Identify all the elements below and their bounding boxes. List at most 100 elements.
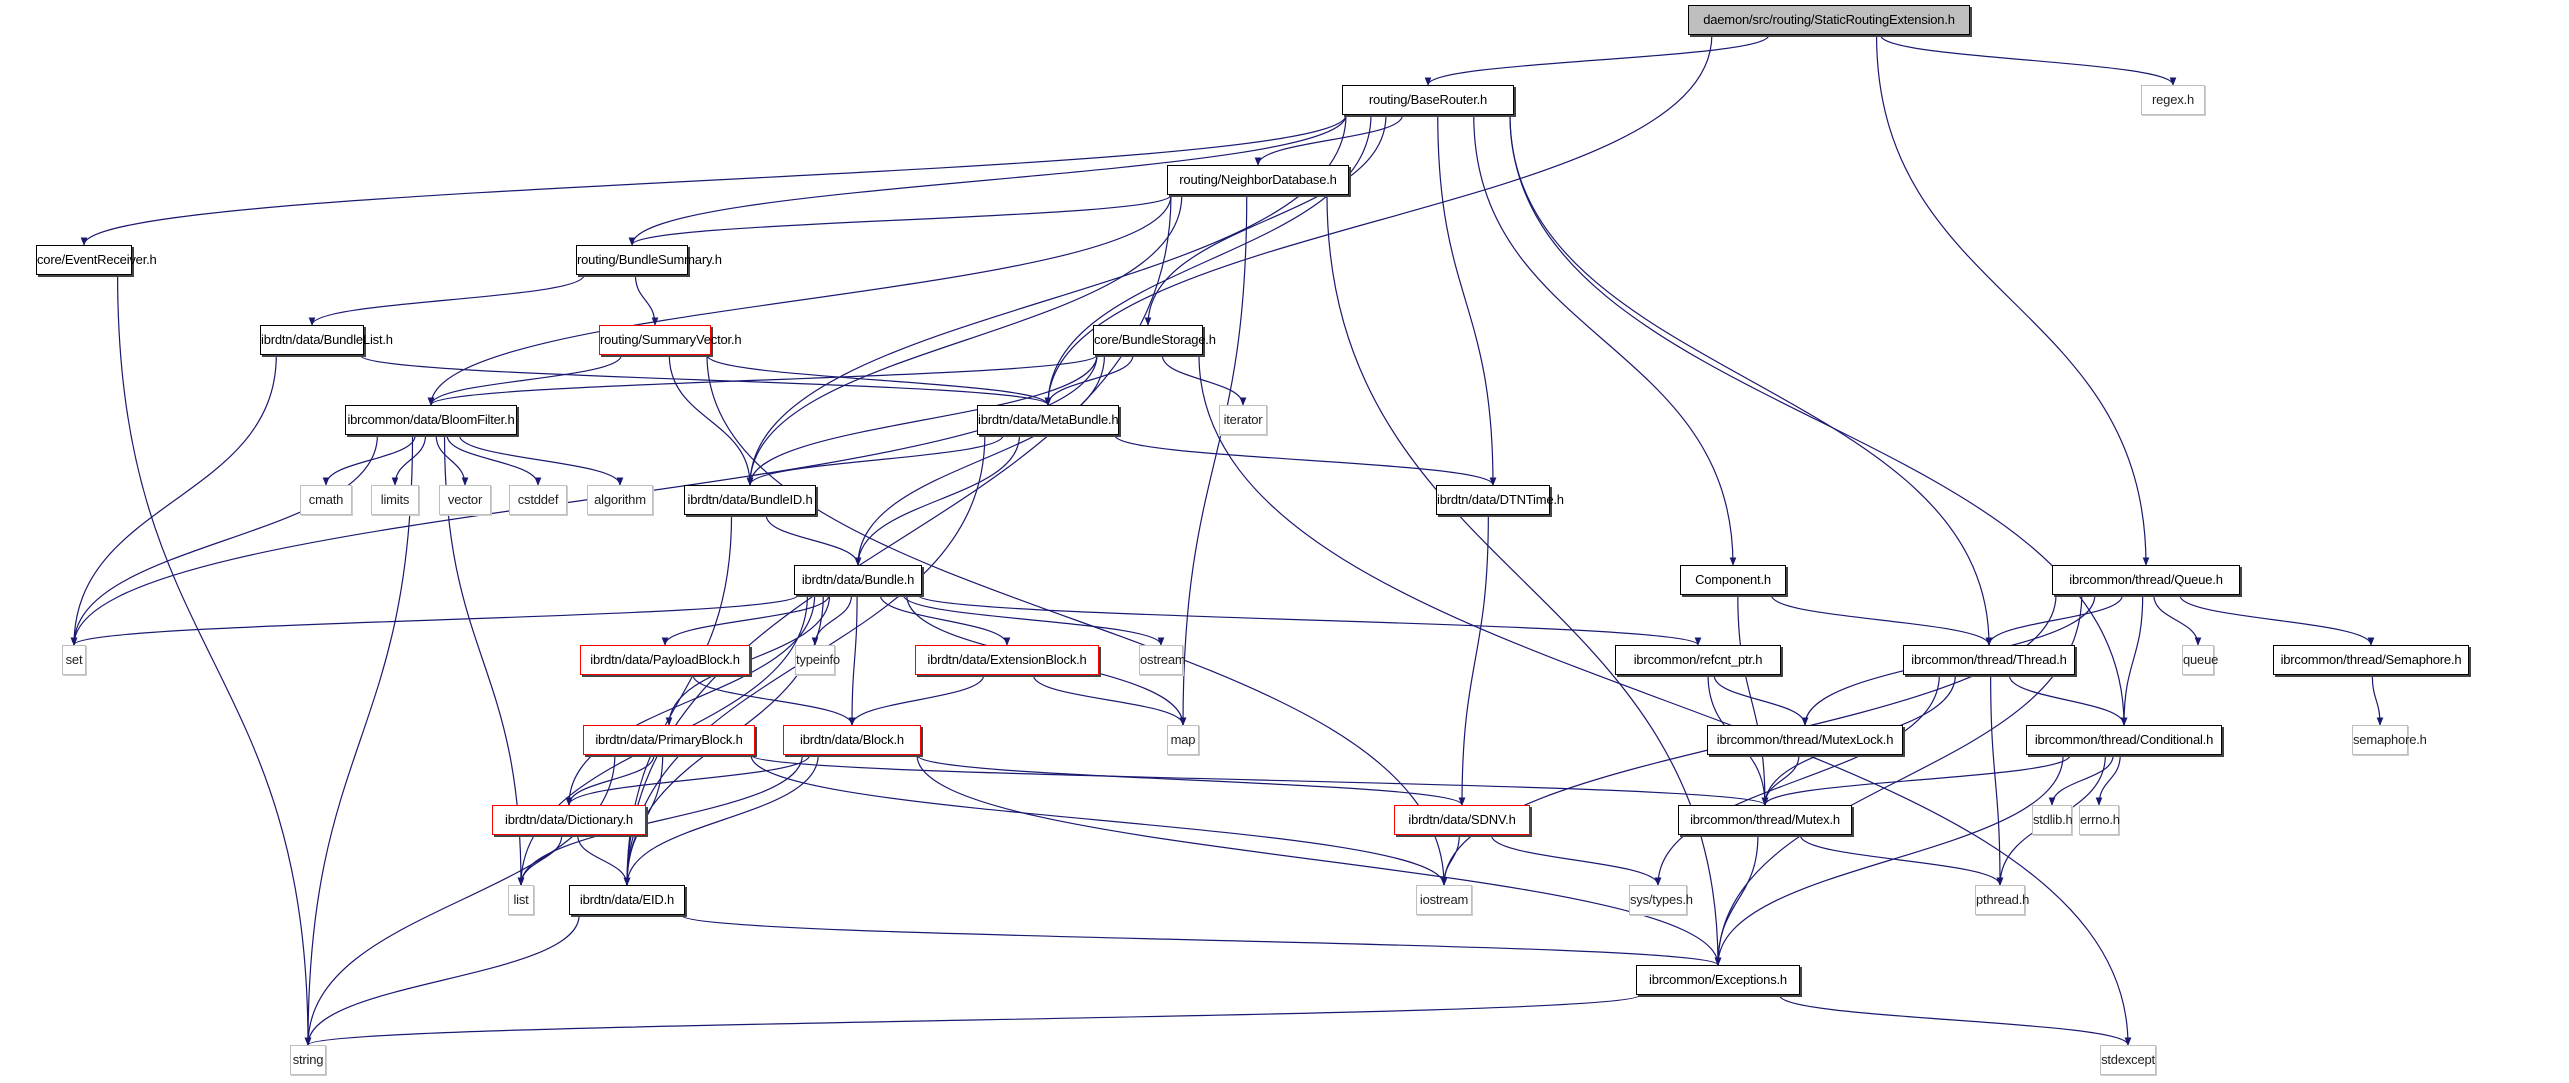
node-iterator: iterator <box>1219 405 1267 435</box>
edge-bundlesummary-to-bundlelist <box>308 274 585 326</box>
node-bundlestorage[interactable]: core/BundleStorage.h <box>1093 325 1216 355</box>
edge-bundlestorage-to-bloomfilter <box>427 354 1098 406</box>
edge-block-to-exceptions <box>916 754 1722 966</box>
node-bloomfilter[interactable]: ibrcommon/data/BloomFilter.h <box>345 405 517 435</box>
edge-thread-to-pthread <box>1990 674 2004 886</box>
node-mutexlock[interactable]: ibrcommon/thread/MutexLock.h <box>1707 725 1903 755</box>
edge-bundlestorage-to-iterator <box>1161 354 1247 406</box>
edge-baserouter-to-bundlesummary <box>628 114 1347 246</box>
node-component[interactable]: Component.h <box>1680 565 1786 595</box>
edge-neighbordb-to-eid <box>623 194 1172 886</box>
node-semaphore_h[interactable]: ibrcommon/thread/Semaphore.h <box>2273 645 2469 675</box>
edge-metabundle-to-bundle <box>854 434 1021 566</box>
node-stdlib: stdlib.h <box>2032 805 2073 835</box>
edge-summaryvector-to-metabundle <box>706 354 1052 406</box>
edge-refcnt-to-mutexlock <box>1713 674 1809 726</box>
edge-bundlestorage-to-bundle <box>854 354 1106 566</box>
edge-summaryvector-to-bloomfilter <box>427 354 622 406</box>
node-neighbordb[interactable]: routing/NeighborDatabase.h <box>1167 165 1349 195</box>
edge-extensionblock-to-block <box>848 674 985 726</box>
edge-bundle-to-extensionblock <box>879 594 1011 646</box>
edge-metabundle-to-bundleid <box>746 434 1004 486</box>
node-cstddef: cstddef <box>509 485 567 515</box>
node-extensionblock[interactable]: ibrdtn/data/ExtensionBlock.h <box>915 645 1099 675</box>
node-bundlelist[interactable]: ibrdtn/data/BundleList.h <box>260 325 393 355</box>
edge-bundle-to-set <box>70 594 799 646</box>
edge-thread-to-systypes <box>1654 674 1940 886</box>
edge-bundle-to-refcnt <box>917 594 1702 646</box>
node-sdnv[interactable]: ibrdtn/data/SDNV.h <box>1394 805 1530 835</box>
edge-primaryblock-to-mutex <box>750 754 1769 806</box>
edge-baserouter-to-neighbordb <box>1254 114 1404 166</box>
edge-neighbordb-to-exceptions <box>1326 194 1722 966</box>
edge-baserouter-to-component <box>1473 114 1737 566</box>
node-errno: errno.h <box>2079 805 2120 835</box>
edge-neighbordb-to-bundleid <box>746 194 1183 486</box>
edge-component-to-mutex <box>1737 594 1769 806</box>
edge-neighbordb-to-bloomfilter <box>427 194 1172 406</box>
edge-root-to-baserouter <box>1424 34 1770 86</box>
node-stdexcept: stdexcept <box>2100 1045 2156 1075</box>
edge-conditional-to-mutex <box>1761 754 2071 806</box>
edge-bundlestorage-to-bundleid <box>746 354 1098 486</box>
node-eid[interactable]: ibrdtn/data/EID.h <box>569 885 685 915</box>
node-conditional[interactable]: ibrcommon/thread/Conditional.h <box>2026 725 2222 755</box>
node-primaryblock[interactable]: ibrdtn/data/PrimaryBlock.h <box>583 725 755 755</box>
node-metabundle[interactable]: ibrdtn/data/MetaBundle.h <box>977 405 1119 435</box>
node-payloadblock[interactable]: ibrdtn/data/PayloadBlock.h <box>580 645 750 675</box>
node-systypes: sys/types.h <box>1629 885 1693 915</box>
node-string: string <box>290 1045 326 1075</box>
edge-bloomfilter-to-string <box>304 434 414 1046</box>
edge-mutex-to-pthread <box>1799 834 2004 886</box>
node-algorithm: algorithm <box>587 485 653 515</box>
edge-root-to-metabundle <box>1044 34 1713 406</box>
edge-bloomfilter-to-limits <box>391 434 427 486</box>
edge-bundleid-to-bundle <box>765 514 862 566</box>
node-exceptions[interactable]: ibrcommon/Exceptions.h <box>1636 965 1800 995</box>
edge-bundle-to-payloadblock <box>661 594 830 646</box>
node-bundle[interactable]: ibrdtn/data/Bundle.h <box>794 565 922 595</box>
edge-baserouter-to-conditional <box>1509 114 2128 726</box>
edge-bundlesummary-to-summaryvector <box>634 274 659 326</box>
edge-block-to-sdnv <box>916 754 1466 806</box>
edge-bundle-to-ostream <box>902 594 1165 646</box>
edge-bundlelist-to-metabundle <box>359 354 1052 406</box>
node-refcnt[interactable]: ibrcommon/refcnt_ptr.h <box>1615 645 1781 675</box>
node-dictionary[interactable]: ibrdtn/data/Dictionary.h <box>492 805 646 835</box>
node-dtntime[interactable]: ibrdtn/data/DTNTime.h <box>1436 485 1564 515</box>
edge-bundlestorage-to-stdexcept <box>1198 354 2132 1046</box>
node-baserouter[interactable]: routing/BaseRouter.h <box>1342 85 1514 115</box>
node-set: set <box>62 645 86 675</box>
edge-sdnv-to-iostream <box>1440 834 1460 886</box>
node-pthread: pthread.h <box>1975 885 2029 915</box>
edge-dtntime-to-sdnv <box>1458 514 1489 806</box>
edge-baserouter-to-eventreceiver <box>80 114 1347 246</box>
node-bundleid[interactable]: ibrdtn/data/BundleID.h <box>684 485 816 515</box>
edge-eid-to-string <box>304 914 580 1046</box>
edge-baserouter-to-bundlestorage <box>1144 114 1387 326</box>
node-mutex[interactable]: ibrcommon/thread/Mutex.h <box>1678 805 1852 835</box>
node-queue_h[interactable]: ibrcommon/thread/Queue.h <box>2052 565 2240 595</box>
node-root[interactable]: daemon/src/routing/StaticRoutingExtensio… <box>1688 5 1970 35</box>
edge-queue_h-to-thread <box>1985 594 2124 646</box>
node-list: list <box>508 885 534 915</box>
node-eventreceiver[interactable]: core/EventReceiver.h <box>36 245 157 275</box>
node-bundlesummary[interactable]: routing/BundleSummary.h <box>576 245 722 275</box>
node-limits: limits <box>371 485 419 515</box>
edge-metabundle-to-dtntime <box>1114 434 1497 486</box>
node-summaryvector[interactable]: routing/SummaryVector.h <box>599 325 742 355</box>
edge-mutexlock-to-mutex <box>1761 754 1800 806</box>
edge-queue_h-to-conditional <box>2120 594 2144 726</box>
node-thread[interactable]: ibrcommon/thread/Thread.h <box>1903 645 2075 675</box>
edge-exceptions-to-string <box>305 994 1641 1046</box>
edge-block-to-eid <box>623 754 819 886</box>
node-typeinfo: typeinfo <box>795 645 840 675</box>
edge-queue_h-to-queue <box>2153 594 2202 646</box>
edge-bundlestorage-to-metabundle <box>1044 354 1134 406</box>
edge-bloomfilter-to-list <box>443 434 525 886</box>
node-ostream: ostream <box>1139 645 1186 675</box>
edge-baserouter-to-metabundle <box>1044 114 1372 406</box>
node-block[interactable]: ibrdtn/data/Block.h <box>783 725 921 755</box>
edge-extensionblock-to-map <box>1032 674 1187 726</box>
